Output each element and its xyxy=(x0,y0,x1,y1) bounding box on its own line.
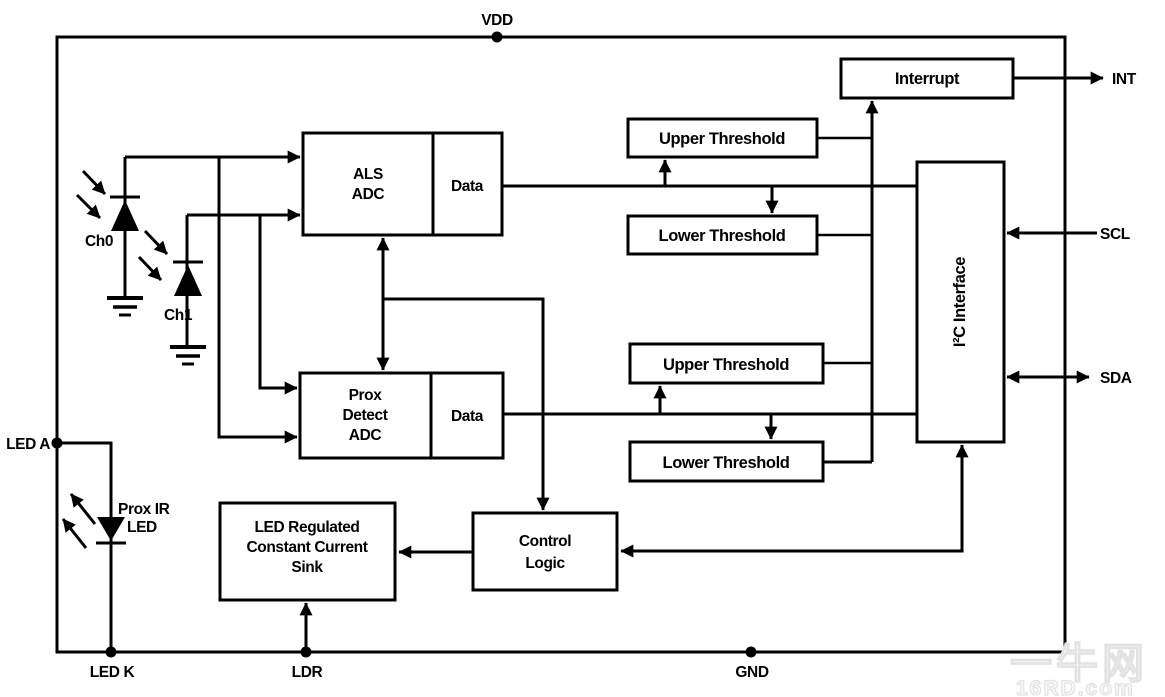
ldr-pin-label: LDR xyxy=(292,664,323,681)
als-adc-block: ALS ADC Data xyxy=(301,131,504,237)
prox-lower-threshold-box xyxy=(628,440,825,483)
vdd-pin-dot xyxy=(491,31,503,43)
prox-adc-label-line1: Prox xyxy=(349,387,383,404)
ch0-light-arrow-2 xyxy=(75,193,102,220)
int-pin-label: INT xyxy=(1112,71,1137,88)
prox-lower-threshold-label: Lower Threshold xyxy=(663,454,790,472)
prox-adc-label-line3: ADC xyxy=(349,427,382,444)
gnd-pin-dot xyxy=(745,646,757,658)
wiring xyxy=(57,71,1104,652)
als-adc-label-line1: ALS xyxy=(353,166,383,183)
prox-lower-threshold-block: Lower Threshold xyxy=(628,440,825,483)
ir-led-emit-arrow-1 xyxy=(69,493,97,525)
gnd-pin-label: GND xyxy=(735,664,768,681)
wire-i2c-control-logic xyxy=(620,444,969,558)
watermark: 一牛网 16RD.com xyxy=(1009,639,1148,697)
ldr-pin-dot xyxy=(300,646,312,658)
control-logic-label-line2: Logic xyxy=(525,555,565,572)
ch1-light-arrow-1 xyxy=(143,229,169,256)
ch0-light-arrow-1 xyxy=(81,169,107,196)
als-adc-label-line2: ADC xyxy=(352,186,385,203)
led-sink-label-line2: Constant Current xyxy=(246,539,367,556)
led-sink-label-line1: LED Regulated xyxy=(254,519,359,536)
vdd-pin-label: VDD xyxy=(481,12,513,29)
pin-dots xyxy=(51,31,757,658)
ir-led-emit-arrow-2 xyxy=(61,518,88,549)
wire-led-a-to-led-k xyxy=(57,441,113,652)
prox-adc-block: Prox Detect ADC Data xyxy=(298,371,505,460)
i2c-interface-block: I²C Interface xyxy=(915,160,1006,444)
als-upper-threshold-block: Upper Threshold xyxy=(626,117,819,159)
ch0-photodiode xyxy=(75,169,143,317)
control-logic-label-line1: Control xyxy=(519,533,571,550)
prox-data-label: Data xyxy=(451,408,484,425)
ch1-label: Ch1 xyxy=(164,307,193,324)
ch1-diode-triangle xyxy=(174,265,202,296)
led-a-pin-label: LED A xyxy=(6,436,50,453)
ch0-label: Ch0 xyxy=(85,233,113,250)
ch1-photodiode xyxy=(137,229,206,366)
led-sink-box xyxy=(218,501,397,602)
led-k-pin-label: LED K xyxy=(90,664,136,681)
prox-upper-threshold-label: Upper Threshold xyxy=(663,356,789,374)
control-logic-box xyxy=(471,511,619,592)
als-lower-threshold-label: Lower Threshold xyxy=(659,227,786,245)
prox-ir-led-label-line1: Prox IR xyxy=(118,501,170,518)
watermark-line2: 16RD.com xyxy=(1016,677,1135,697)
i2c-interface-label: I²C Interface xyxy=(951,257,969,347)
ir-led-triangle xyxy=(97,517,125,541)
wire-ch0-to-prox xyxy=(217,157,298,444)
scl-pin-label: SCL xyxy=(1100,226,1130,243)
control-logic-block: Control Logic xyxy=(471,511,619,592)
prox-adc-label-line2: Detect xyxy=(343,407,388,424)
pin-labels: VDD INT SCL SDA GND LDR LED K LED A Ch0 … xyxy=(6,12,1137,681)
ch1-light-arrow-2 xyxy=(137,255,163,282)
interrupt-label: Interrupt xyxy=(895,70,960,88)
watermark-line1: 一牛网 xyxy=(1010,640,1148,687)
prox-ir-led-label-line2: LED xyxy=(127,519,157,536)
als-data-label: Data xyxy=(451,178,484,195)
als-adc-box xyxy=(301,131,504,237)
led-sink-label-line3: Sink xyxy=(291,559,323,576)
prox-upper-threshold-box xyxy=(628,342,825,385)
prox-adc-box xyxy=(298,371,505,460)
als-lower-threshold-block: Lower Threshold xyxy=(626,214,819,256)
als-upper-threshold-label: Upper Threshold xyxy=(659,130,785,148)
prox-ir-led xyxy=(61,493,126,549)
interrupt-box xyxy=(839,57,1015,100)
interrupt-block: Interrupt xyxy=(839,57,1015,100)
wire-ch1-to-prox xyxy=(258,215,298,395)
sda-pin-label: SDA xyxy=(1100,370,1132,387)
led-sink-block: LED Regulated Constant Current Sink xyxy=(218,501,397,602)
ch0-diode-triangle xyxy=(111,200,139,231)
wire-adc-to-control-logic xyxy=(383,297,550,511)
als-lower-threshold-box xyxy=(626,214,819,256)
led-a-pin-dot xyxy=(51,437,63,449)
led-k-pin-dot xyxy=(105,646,117,658)
als-upper-threshold-box xyxy=(626,117,819,159)
prox-upper-threshold-block: Upper Threshold xyxy=(628,342,825,385)
i2c-interface-box xyxy=(915,160,1006,444)
